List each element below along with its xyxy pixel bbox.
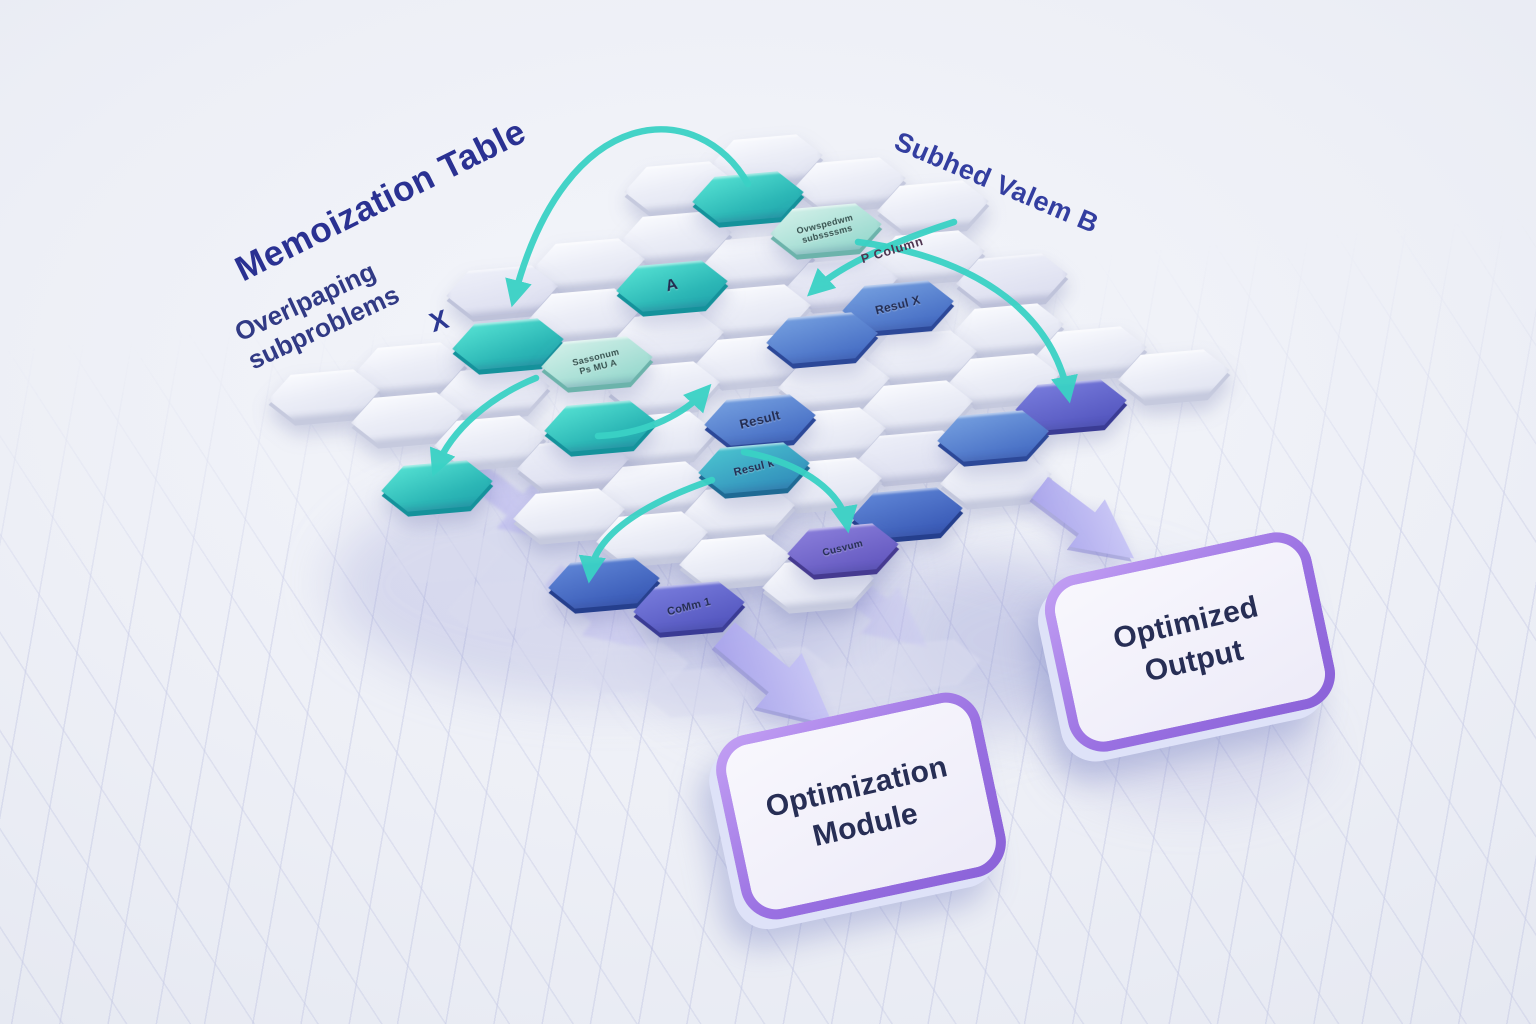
hex-face [867,637,983,693]
hex-face [542,398,658,454]
hex-node-blue-plain [764,310,880,366]
hex-face [389,529,505,585]
hex-cell [954,251,1070,307]
ghost-hex-cell [389,529,505,585]
hex-node-result-k: Resul k [696,440,812,496]
hex-label-line: Result [737,406,782,432]
hex-face [954,251,1070,307]
hex-face [764,310,880,366]
hex-label-line: A [664,275,680,296]
hex-face [1116,347,1232,403]
optimization-module-box: Optimization Module [709,685,1013,927]
hex-label-line: Cusvum [821,538,865,560]
hex-cell [1116,347,1232,403]
hex-face [445,578,561,634]
hex-face [379,458,495,514]
hex-node-teal-mid [542,398,658,454]
hex-node-a: A [614,258,730,314]
hex-node-blue-right [935,408,1051,464]
ghost-hex-cell [445,578,561,634]
optimized-output-box: Optimized Output [1038,525,1342,759]
hex-node-cussom: Cusvum [785,521,901,577]
hex-face [935,408,1051,464]
hex-label-line: Resul k [732,457,776,479]
hex-label-line: CoMm 1 [665,595,713,619]
hex-node-teal-left [379,458,495,514]
hex-node-casum: CoMm 1 [631,579,747,635]
ghost-hex-cell [867,637,983,693]
hex-label-line: Resul X [873,292,922,318]
